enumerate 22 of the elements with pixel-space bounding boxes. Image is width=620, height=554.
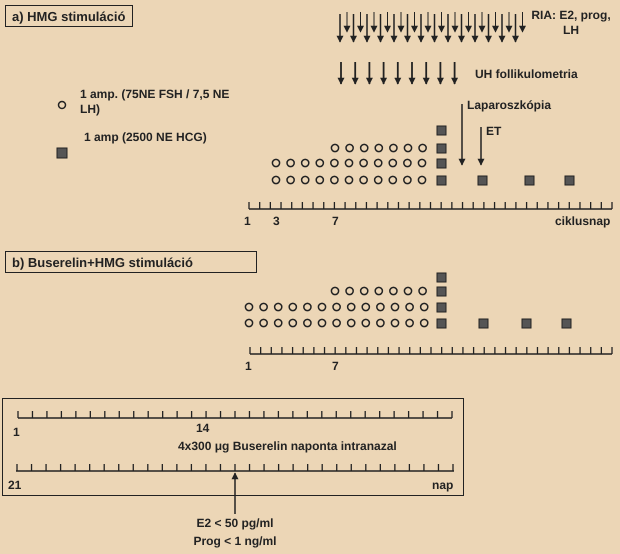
axis-label: ciklusnap: [555, 214, 610, 228]
threshold-note: E2 < 50 pg/ml Prog < 1 ng/ml: [170, 514, 300, 550]
legend-text: 1 amp (2500 NE HCG): [84, 130, 208, 145]
day-number: 1: [245, 359, 252, 373]
protocol-box: [2, 398, 464, 496]
dosage-note: 4x300 μg Buserelin naponta intranazal: [178, 439, 397, 453]
day-number: 3: [273, 214, 280, 228]
day-number: 1: [13, 425, 20, 439]
section-title-box: b) Buserelin+HMG stimuláció: [5, 251, 257, 273]
axis-label: nap: [432, 478, 454, 492]
measurement-label: RIA: E2, prog, LH: [530, 8, 612, 38]
section-title-box: a) HMG stimuláció: [5, 5, 133, 27]
day-number: 7: [332, 359, 339, 373]
day-number: 7: [332, 214, 339, 228]
day-number: 21: [8, 478, 22, 492]
legend-text: 1 amp. (75NE FSH / 7,5 NE LH): [80, 87, 230, 117]
arrow: [232, 472, 238, 514]
day-number: 1: [244, 214, 251, 228]
procedure-label: Laparoszkópia: [467, 98, 552, 112]
measurement-label: UH follikulometria: [475, 67, 578, 81]
procedure-label: ET: [486, 124, 502, 138]
day-number: 14: [196, 421, 210, 435]
